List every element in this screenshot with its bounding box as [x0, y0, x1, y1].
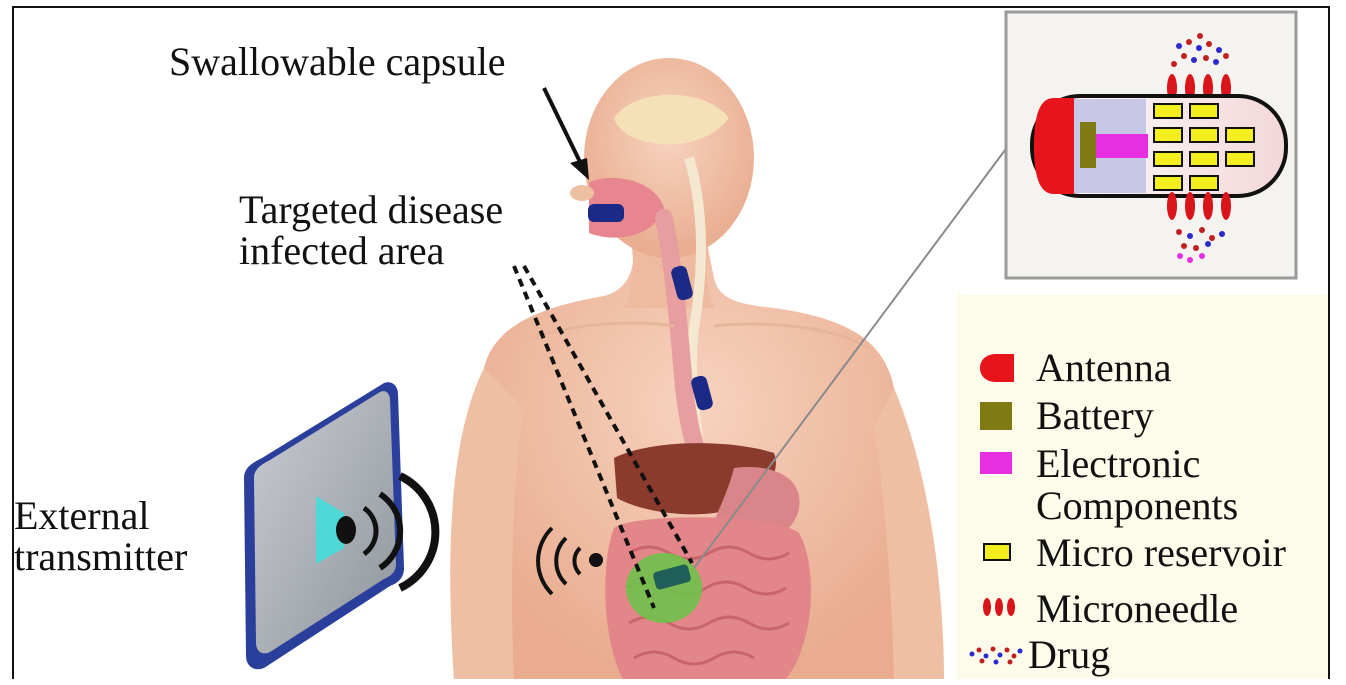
drug-swatch-icon [970, 647, 1023, 665]
legend-battery: Battery [1036, 396, 1154, 436]
electronic-swatch-icon [980, 452, 1012, 474]
legend-microneedle: Microneedle [1036, 589, 1238, 629]
legend-drug: Drug [1028, 635, 1110, 675]
battery-swatch-icon [980, 402, 1012, 430]
antenna-swatch-icon [980, 354, 1014, 382]
reservoir-swatch-icon [984, 544, 1010, 560]
legend-swatches [14, 8, 1330, 679]
legend-antenna: Antenna [1036, 348, 1172, 388]
legend-electronic-line-2: Components [1036, 486, 1238, 526]
microneedle-swatch-icon [983, 598, 1015, 616]
figure-frame: Swallowable capsule Targeted disease inf… [12, 6, 1330, 679]
legend-electronic-line-1: Electronic [1036, 444, 1200, 484]
legend-reservoir: Micro reservoir [1036, 533, 1286, 573]
